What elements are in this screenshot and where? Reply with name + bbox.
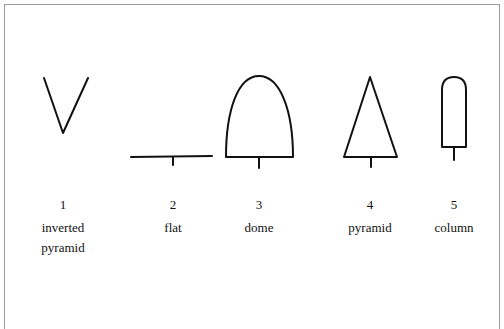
stem-mark xyxy=(370,157,372,167)
shape-name: inverted pyramid xyxy=(31,218,95,258)
shape-name: dome xyxy=(227,218,291,238)
column-shape xyxy=(442,77,466,147)
stem-mark xyxy=(453,147,455,160)
frame xyxy=(5,5,500,329)
shape-name: column xyxy=(422,218,486,238)
flat-shape xyxy=(131,156,212,157)
callout-number: 3 xyxy=(239,195,279,215)
callout-number: 1 xyxy=(43,195,83,215)
pyramid-shape xyxy=(344,77,397,157)
inverted-pyramid-shape xyxy=(44,78,88,133)
dome-shape xyxy=(226,76,293,157)
stem-mark xyxy=(258,157,260,168)
stem-mark xyxy=(172,157,174,165)
shape-name: flat xyxy=(141,218,205,238)
callout-number: 4 xyxy=(350,195,390,215)
callout-number: 5 xyxy=(434,195,474,215)
shape-name: pyramid xyxy=(335,218,405,238)
callout-number: 2 xyxy=(153,195,193,215)
